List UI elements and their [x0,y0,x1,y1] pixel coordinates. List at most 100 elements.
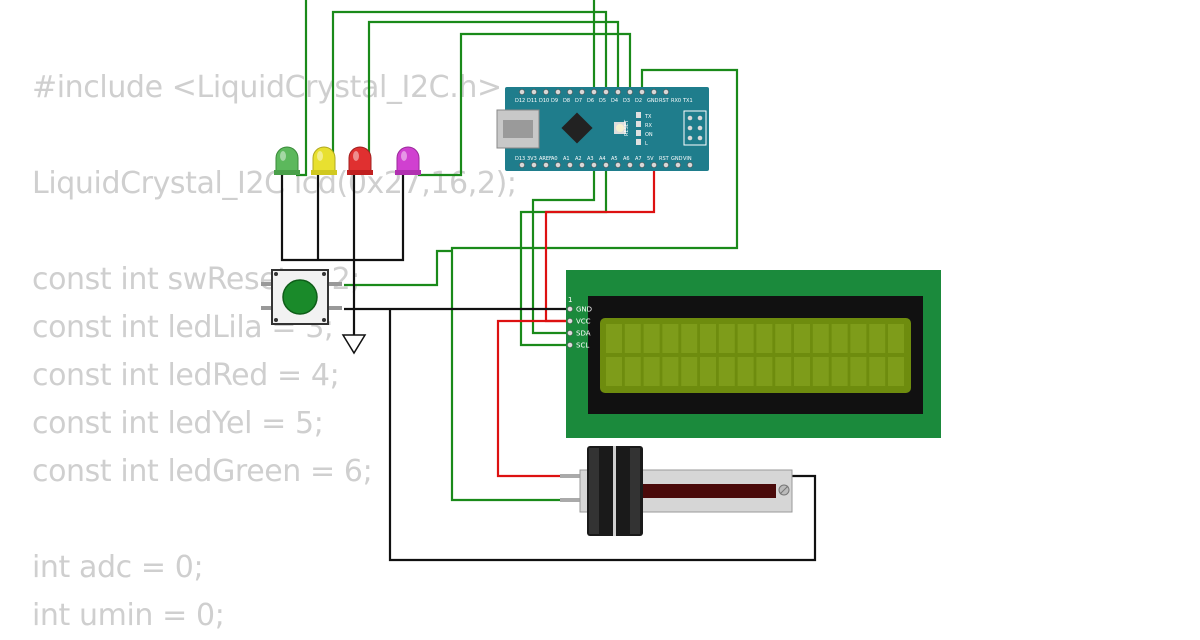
slide-potentiometer[interactable] [560,446,793,536]
ground-symbol [341,334,367,355]
lcd-char-cell [775,324,792,353]
pin-label-top: TX1 [682,98,693,104]
pin-hole-bottom[interactable] [639,162,645,168]
code-line[interactable]: #include <LiquidCrystal_I2C.h> [32,70,502,105]
code-line[interactable]: const int ledYel = 5; [32,406,324,441]
lcd-pin-label: GND [576,306,592,314]
pin-hole-bottom[interactable] [615,162,621,168]
pin-hole-top[interactable] [519,89,525,95]
pin-label-top: D3 [623,98,630,104]
lcd-pin[interactable] [567,342,573,348]
pin-label-bottom: A1 [563,156,570,162]
lcd-char-cell [624,357,641,386]
status-leds [636,112,641,145]
pin-label-top: GND [647,98,659,104]
reset-label: RESET [624,119,630,136]
pin-hole-bottom[interactable] [519,162,525,168]
wire-led-yellow-d5 [331,10,608,175]
pin-hole-bottom[interactable] [567,162,573,168]
lcd-char-cell [737,324,754,353]
lcd-char-cell [737,357,754,386]
pin-hole-bottom[interactable] [663,162,669,168]
lcd-pin-label: VCC [576,318,591,326]
lcd-char-cell [831,324,848,353]
pin-label-top: D9 [551,98,558,104]
pin-label-bottom: A6 [623,156,630,162]
pin-label-top: D11 [527,98,537,104]
lcd-char-cell [643,324,660,353]
pin-hole-top[interactable] [531,89,537,95]
pin-label-top: D6 [587,98,594,104]
lcd-char-cell [794,324,810,353]
wire-led-purple-d3 [418,32,632,177]
lcd-char-cell [606,324,622,353]
pin-hole-bottom[interactable] [687,162,693,168]
pin-hole-bottom[interactable] [555,162,561,168]
lcd-char-cell [718,357,735,386]
code-line[interactable]: const int ledGreen = 6; [32,454,373,489]
pin-hole-top[interactable] [663,89,669,95]
wire-led-red-d4 [367,20,620,175]
status-led-label: TX [644,114,652,120]
lcd-char-cell [812,357,829,386]
pin-hole-top[interactable] [555,89,561,95]
wire-gnd-pot [388,309,817,562]
potentiometer-knob[interactable] [587,446,643,536]
led-purple[interactable] [395,146,421,175]
pin-hole-bottom[interactable] [675,162,681,168]
pin-label-top: D2 [635,98,642,104]
pin-hole-top[interactable] [639,89,645,95]
pin-hole-bottom[interactable] [579,162,585,168]
pin-label-top: D7 [575,98,582,104]
lcd-char-cell [756,357,773,386]
pin-hole-top[interactable] [651,89,657,95]
leds [274,146,421,175]
pin-label-bottom: GND [671,156,683,162]
status-led-label: L [645,141,648,147]
pin-hole-top[interactable] [627,89,633,95]
code-line[interactable]: int umin = 0; [32,598,225,633]
led-yellow[interactable] [311,146,337,175]
lcd-pin[interactable] [567,318,573,324]
icsp-pin [687,125,693,131]
pin-hole-top[interactable] [591,89,597,95]
code-line[interactable]: int adc = 0; [32,550,204,585]
reset-pushbutton[interactable] [261,269,342,325]
wire-led-green [296,0,308,177]
pin-hole-top[interactable] [603,89,609,95]
wire-pot-vcc [496,319,580,478]
lcd-pin-label: SCL [576,342,589,350]
code-line[interactable]: const int ledLila = 3; [32,310,334,345]
pin-label-bottom: A2 [575,156,582,162]
lcd-char-cell [756,324,773,353]
pin-hole-bottom[interactable] [651,162,657,168]
pin-hole-top[interactable] [579,89,585,95]
lcd-pin[interactable] [567,306,573,312]
icsp-pin [697,135,703,141]
pin-hole-top[interactable] [567,89,573,95]
pin-label-top: RST [659,98,670,104]
pin-hole-bottom[interactable] [591,162,597,168]
wire-gnd-led-green [280,175,354,262]
lcd-char-cell [606,357,622,386]
lcd-char-cell [643,357,660,386]
lcd-pin-label: SDA [576,330,591,338]
pin-hole-bottom[interactable] [603,162,609,168]
pin-hole-bottom[interactable] [543,162,549,168]
pin-hole-top[interactable] [615,89,621,95]
pin-hole-bottom[interactable] [531,162,537,168]
pin-hole-top[interactable] [543,89,549,95]
pin-label-bottom: A5 [611,156,618,162]
led-red[interactable] [347,146,373,175]
arduino-reset-button[interactable] [616,124,624,132]
lcd-pin[interactable] [567,330,573,336]
code-line[interactable]: const int ledRed = 4; [32,358,340,393]
pin-label-bottom: D13 [515,156,525,162]
led-green[interactable] [274,146,300,175]
pin-hole-bottom[interactable] [627,162,633,168]
icsp-pin [697,115,703,121]
lcd-char-cell [794,357,810,386]
